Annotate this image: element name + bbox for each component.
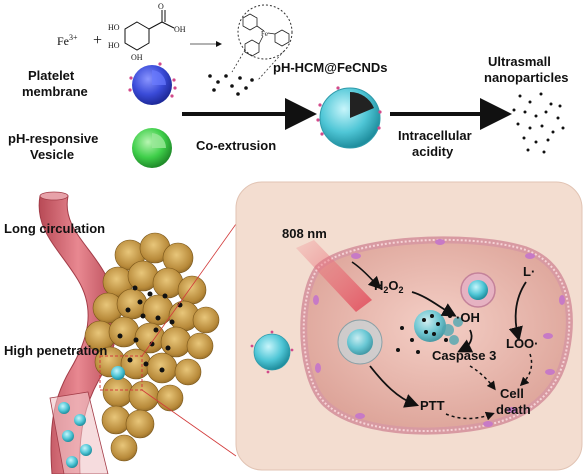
hydroxyl-radical-label: ·OH bbox=[456, 310, 480, 325]
lipid-radical-label: L· bbox=[523, 264, 535, 279]
plus-sign: + bbox=[93, 32, 102, 49]
vessel-opening bbox=[39, 191, 69, 201]
h2o2-to-oh-arrow bbox=[411, 291, 457, 317]
dashed-arrows bbox=[445, 353, 533, 421]
laser-label: 808 nm bbox=[282, 226, 327, 241]
ring-oh-2: HO bbox=[108, 41, 120, 50]
cell-membrane bbox=[302, 238, 571, 432]
ptt-label: PTT bbox=[420, 398, 445, 413]
release-cluster bbox=[396, 310, 463, 354]
platelet-membrane-label-1: Platelet bbox=[28, 68, 75, 83]
intracellular-label-2: acidity bbox=[412, 144, 454, 159]
caspase-label: Caspase 3 bbox=[432, 348, 496, 363]
zoom-line-bottom bbox=[141, 389, 237, 457]
ultrasmall-label-1: Ultrasmall bbox=[488, 54, 551, 69]
endosome-to-ptt-arrow bbox=[369, 365, 420, 408]
lysosome bbox=[460, 272, 496, 308]
intracellular-label-1: Intracellular bbox=[398, 128, 472, 143]
ph-vesicle-label-1: pH-responsive bbox=[8, 131, 98, 146]
tumor-cluster bbox=[84, 232, 220, 462]
circulating-nanoparticles bbox=[58, 402, 92, 468]
zoom-line-top bbox=[141, 223, 237, 357]
bottom-left-section: Long circulation High penetration bbox=[4, 191, 237, 474]
laser-to-h2o2-arrow bbox=[351, 261, 382, 290]
l-to-loo-arrow bbox=[508, 281, 527, 342]
platelet-membrane-label-2: membrane bbox=[22, 84, 88, 99]
ph-vesicle-label-2: Vesicle bbox=[30, 147, 74, 162]
high-penetration-label: High penetration bbox=[4, 343, 107, 358]
fe-complex-magnifier: Fe bbox=[231, 4, 293, 81]
complex-particles bbox=[208, 74, 254, 96]
platelet-membrane-sphere bbox=[128, 62, 177, 105]
ultrasmall-label-2: nanoparticles bbox=[484, 70, 569, 85]
laser-beam bbox=[296, 240, 372, 312]
complex-fe-label: Fe bbox=[261, 30, 268, 38]
caspase-to-death-arrow bbox=[469, 365, 496, 391]
cell-panel: 808 nm bbox=[235, 181, 583, 471]
zoom-region bbox=[99, 355, 143, 391]
reaction-arrows bbox=[369, 281, 527, 408]
tumor-nanoparticle bbox=[111, 366, 125, 380]
coextrusion-label: Co-extrusion bbox=[196, 138, 276, 153]
loo-to-death-arrow bbox=[519, 353, 533, 387]
external-nanoparticle bbox=[250, 330, 294, 374]
cell-death-label-1: Cell bbox=[500, 386, 524, 401]
cell-death-label-2: death bbox=[496, 402, 531, 417]
penetrating-particles bbox=[117, 285, 183, 373]
product-nanoparticle bbox=[316, 86, 382, 149]
oh-to-caspase-arrow bbox=[457, 329, 474, 353]
long-circulation-label: Long circulation bbox=[4, 221, 105, 236]
ring-oh-3: OH bbox=[131, 53, 143, 62]
product-label: pH-HCM@FeCNDs bbox=[273, 60, 388, 75]
ph-vesicle-sphere bbox=[132, 128, 172, 168]
top-section: Fe3+ + O OH HO HO OH bbox=[8, 2, 569, 168]
acid-oxygen-label: O bbox=[158, 2, 164, 11]
gallic-acid-structure bbox=[124, 10, 175, 51]
fe-ion-label: Fe3+ bbox=[57, 33, 78, 48]
membrane-receptors bbox=[313, 239, 565, 427]
ultrasmall-particles bbox=[512, 92, 565, 154]
acid-hydroxyl-label: OH bbox=[174, 25, 186, 34]
ring-oh-1: HO bbox=[108, 23, 120, 32]
endosome bbox=[337, 319, 383, 365]
lipid-peroxide-label: LOO· bbox=[506, 336, 539, 351]
ptt-to-death-arrow bbox=[445, 411, 495, 421]
